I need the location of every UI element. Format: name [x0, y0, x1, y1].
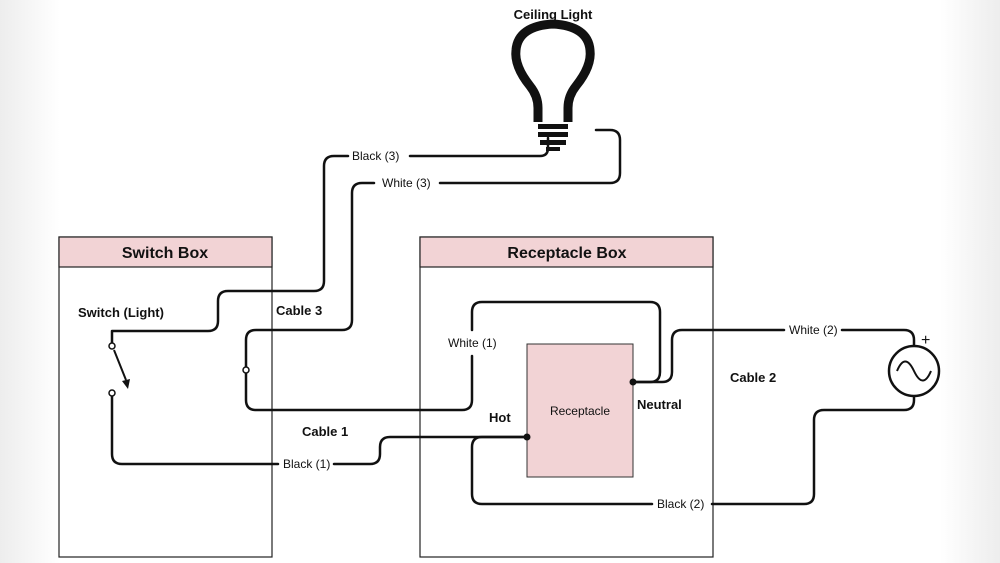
receptacle-label: Receptacle — [550, 404, 610, 418]
receptacle-box-header — [419, 236, 714, 268]
splice-terminal — [242, 366, 250, 374]
label-black-1: Black (1) — [283, 457, 330, 471]
switch-box-header — [58, 236, 273, 268]
light-switch — [108, 342, 130, 397]
cable-1-label: Cable 1 — [302, 424, 348, 439]
neutral-label: Neutral — [637, 397, 682, 412]
cable-2-label: Cable 2 — [730, 370, 776, 385]
switch-box-frame — [58, 236, 273, 558]
label-black-3: Black (3) — [352, 149, 399, 163]
ac-source-icon — [887, 344, 941, 398]
ceiling-light-title: Ceiling Light — [514, 7, 593, 22]
light-bulb-icon — [511, 19, 595, 151]
wire-white-2 — [631, 328, 916, 384]
label-white-3: White (3) — [382, 176, 431, 190]
cable-3-label: Cable 3 — [276, 303, 322, 318]
wire-black-1 — [110, 391, 529, 466]
right-edge-shade — [940, 0, 1000, 563]
label-white-2: White (2) — [789, 323, 838, 337]
switch-label: Switch (Light) — [78, 305, 164, 320]
switch-bottom-terminal — [108, 389, 116, 397]
receptacle: Receptacle — [526, 343, 634, 478]
label-white-1: White (1) — [448, 336, 497, 350]
switch-lever — [113, 349, 127, 381]
switch-box-title: Switch Box — [122, 245, 208, 262]
receptacle-box: Receptacle Box — [419, 236, 714, 558]
wire-white-1 — [470, 300, 662, 384]
source-plus-symbol: + — [921, 332, 930, 349]
left-edge-shade — [0, 0, 60, 563]
switch-top-terminal — [108, 342, 116, 350]
hot-label: Hot — [489, 410, 511, 425]
receptacle-box-title: Receptacle Box — [507, 245, 626, 262]
label-black-2: Black (2) — [657, 497, 704, 511]
neutral-terminal — [629, 378, 637, 386]
wire-white-3 — [244, 128, 622, 412]
switch-box: Switch Box — [58, 236, 273, 558]
receptacle-body — [526, 343, 634, 478]
hot-terminal — [523, 433, 531, 441]
switch-arrow-icon — [122, 379, 130, 389]
